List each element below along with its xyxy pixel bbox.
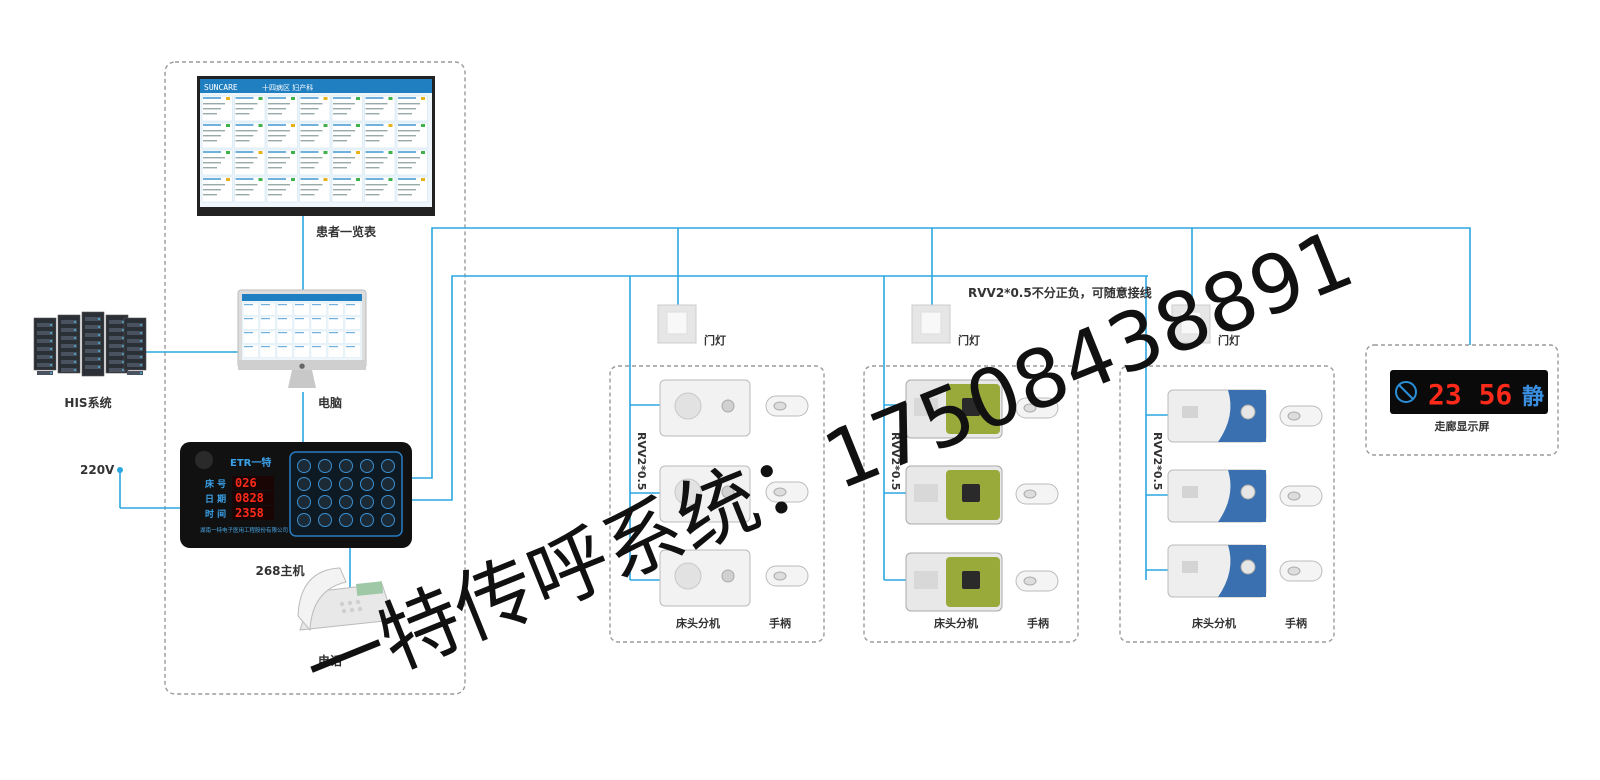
host-key [360, 459, 374, 473]
screen-brand: SUNCARE [204, 83, 238, 92]
host-key [381, 495, 395, 509]
host-key [381, 513, 395, 527]
host-key [360, 495, 374, 509]
handset-icon [1015, 397, 1059, 419]
host-key [318, 513, 332, 527]
bedside-unit-grey [659, 549, 751, 607]
host-row-value: 2358 [235, 506, 264, 520]
host-key [339, 477, 353, 491]
door-light-3 [1171, 304, 1211, 344]
handset-icon [1015, 483, 1059, 505]
screen-grid [201, 95, 428, 203]
handset-label-1: 手柄 [769, 616, 791, 630]
room-frame-1 [609, 365, 825, 643]
handset-icon [765, 395, 809, 417]
room-frame-3 [1119, 365, 1335, 643]
host-row-label: 床 号 [205, 478, 226, 490]
cable-label-room-3: RVV2*0.5 [1151, 432, 1164, 490]
handset-icon [765, 481, 809, 503]
corridor-time: 23 56 [1428, 378, 1512, 411]
bedside-label-1: 床头分机 [676, 616, 720, 630]
his-label: HIS系统 [64, 395, 111, 410]
bedside-label-3: 床头分机 [1192, 616, 1236, 630]
handset-label-3: 手柄 [1285, 616, 1307, 630]
host-key [297, 477, 311, 491]
corridor-frame [1365, 344, 1559, 456]
host-key [339, 459, 353, 473]
host-key [360, 513, 374, 527]
host-key [360, 477, 374, 491]
corridor-status: 静 [1522, 384, 1544, 410]
screen-title: 十四病区 妇产科 [262, 83, 313, 92]
computer: ● [237, 289, 367, 388]
host-row-label: 时 间 [205, 508, 226, 520]
patient-board-monitor: SUNCARE 十四病区 妇产科 [197, 76, 435, 216]
host-keypad [297, 459, 395, 527]
host-key [318, 477, 332, 491]
patient-board-label: 患者一览表 [316, 224, 377, 239]
host-key [339, 495, 353, 509]
bedside-unit-grey [659, 465, 751, 523]
host-key [381, 477, 395, 491]
his-server-icon [33, 311, 147, 377]
room-frame-2 [863, 365, 1079, 643]
host-row-value: 0828 [235, 491, 264, 505]
bedside-label-2: 床头分机 [934, 616, 978, 630]
power-label: 220V [80, 463, 115, 477]
bedside-unit-blue [1167, 469, 1267, 523]
cable-main-label: RVV2*0.5不分正负，可随意接线 [968, 285, 1152, 300]
door-light-label-1: 门灯 [704, 333, 726, 347]
host-key [318, 459, 332, 473]
apple-logo-icon: ● [299, 362, 305, 370]
corridor-display: 23 56 静 [1390, 370, 1548, 414]
bedside-unit-green [905, 379, 1003, 439]
system-frame [164, 61, 466, 695]
cable-label-room-2: RVV2*0.5 [889, 432, 902, 490]
door-light-1 [657, 304, 697, 344]
handset-icon [1279, 560, 1323, 582]
handset-icon [765, 565, 809, 587]
handset-icon [1015, 570, 1059, 592]
host-row-value: 026 [235, 476, 257, 490]
host-key [297, 459, 311, 473]
wiring [117, 216, 1471, 598]
handset-icon [1279, 485, 1323, 507]
host-key [297, 513, 311, 527]
host-key [318, 495, 332, 509]
host-key [297, 495, 311, 509]
bedside-unit-grey [659, 379, 751, 437]
bedside-unit-blue [1167, 389, 1267, 443]
handset-icon [1279, 405, 1323, 427]
phone-label: 电话 [318, 653, 342, 668]
host-key [381, 459, 395, 473]
door-light-2 [911, 304, 951, 344]
cable-label-room-1: RVV2*0.5 [635, 432, 648, 490]
telephone-icon [297, 567, 395, 632]
corridor-label: 走廊显示屏 [1434, 419, 1490, 433]
host-key [339, 513, 353, 527]
host-brand: ETR一特 [230, 456, 271, 469]
host-label: 268主机 [255, 563, 304, 578]
host-row-label: 日 期 [205, 493, 226, 505]
no-smoking-icon [1398, 384, 1414, 400]
bedside-unit-green [905, 465, 1003, 525]
bedside-unit-green [905, 552, 1003, 612]
host-company: 湖南一特电子医用工程股份有限公司 [200, 526, 288, 534]
bedside-unit-blue [1167, 544, 1267, 598]
host-unit: ETR一特 床 号 026 日 期 0828 时 间 2358 湖南一特电子医用工程股份有… [180, 442, 412, 548]
door-light-label-3: 门灯 [1218, 333, 1240, 347]
computer-label: 电脑 [318, 395, 342, 410]
door-light-label-2: 门灯 [958, 333, 980, 347]
handset-label-2: 手柄 [1027, 616, 1049, 630]
bedside-units [659, 379, 1323, 612]
